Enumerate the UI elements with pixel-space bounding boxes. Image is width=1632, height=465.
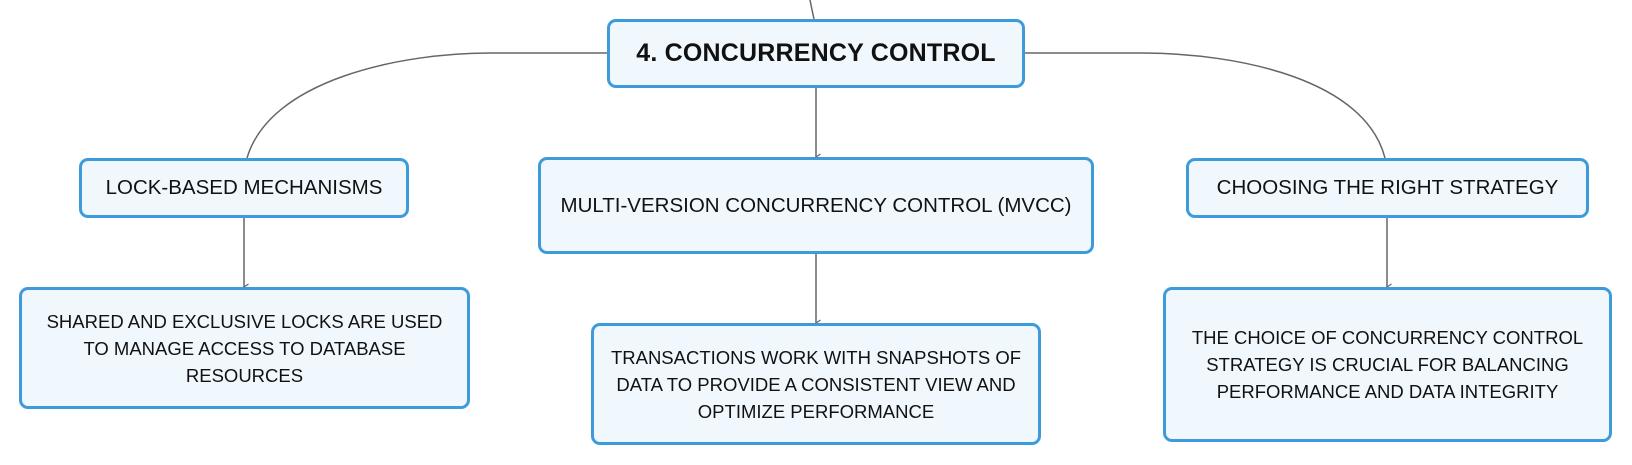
root-node[interactable]: 4. CONCURRENCY CONTROL xyxy=(607,19,1025,88)
leaf-node-text: SHARED AND EXCLUSIVE LOCKS ARE USED TO M… xyxy=(46,310,443,386)
branch-node-mvcc[interactable]: MULTI-VERSION CONCURRENCY CONTROL (MVCC) xyxy=(538,157,1094,254)
connector-root-to-strategy xyxy=(1025,52,1386,159)
leaf-node-text: THE CHOICE OF CONCURRENCY CONTROL STRATE… xyxy=(1191,327,1584,402)
leaf-node-mvcc-detail[interactable]: TRANSACTIONS WORK WITH SNAPSHOTS OF DATA… xyxy=(591,323,1041,445)
root-node-label: 4. CONCURRENCY CONTROL xyxy=(636,39,996,67)
branch-node-label: LOCK-BASED MECHANISMS xyxy=(105,176,383,199)
branch-node-label: CHOOSING THE RIGHT STRATEGY xyxy=(1216,176,1559,199)
leaf-node-text: TRANSACTIONS WORK WITH SNAPSHOTS OF DATA… xyxy=(610,346,1022,422)
branch-node-label: MULTI-VERSION CONCURRENCY CONTROL (MVCC) xyxy=(560,193,1072,217)
branch-node-strategy[interactable]: CHOOSING THE RIGHT STRATEGY xyxy=(1186,158,1589,218)
connector-parent-to-root xyxy=(809,0,815,20)
branch-node-lock-based[interactable]: LOCK-BASED MECHANISMS xyxy=(79,158,409,218)
leaf-node-lock-based-detail[interactable]: SHARED AND EXCLUSIVE LOCKS ARE USED TO M… xyxy=(19,287,470,409)
leaf-node-strategy-detail[interactable]: THE CHOICE OF CONCURRENCY CONTROL STRATE… xyxy=(1163,287,1612,442)
connector-root-to-lock-based xyxy=(246,52,607,159)
